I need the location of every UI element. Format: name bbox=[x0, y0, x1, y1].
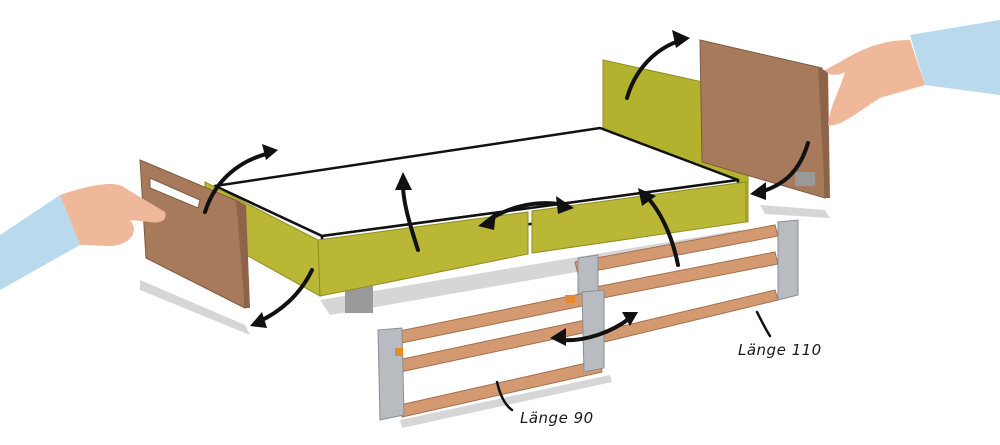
rail-length-label-90: Länge 90 bbox=[520, 409, 594, 427]
left-hand-with-sleeve bbox=[0, 184, 166, 290]
right-hand-with-sleeve bbox=[825, 20, 1000, 126]
rail-length-label-110: Länge 110 bbox=[738, 341, 822, 359]
movement-arrows bbox=[203, 30, 810, 412]
side-rail-110 bbox=[574, 219, 799, 347]
head-panel-wood bbox=[699, 39, 830, 199]
foot-panel-wood bbox=[139, 159, 250, 309]
side-rail-90 bbox=[377, 289, 605, 421]
